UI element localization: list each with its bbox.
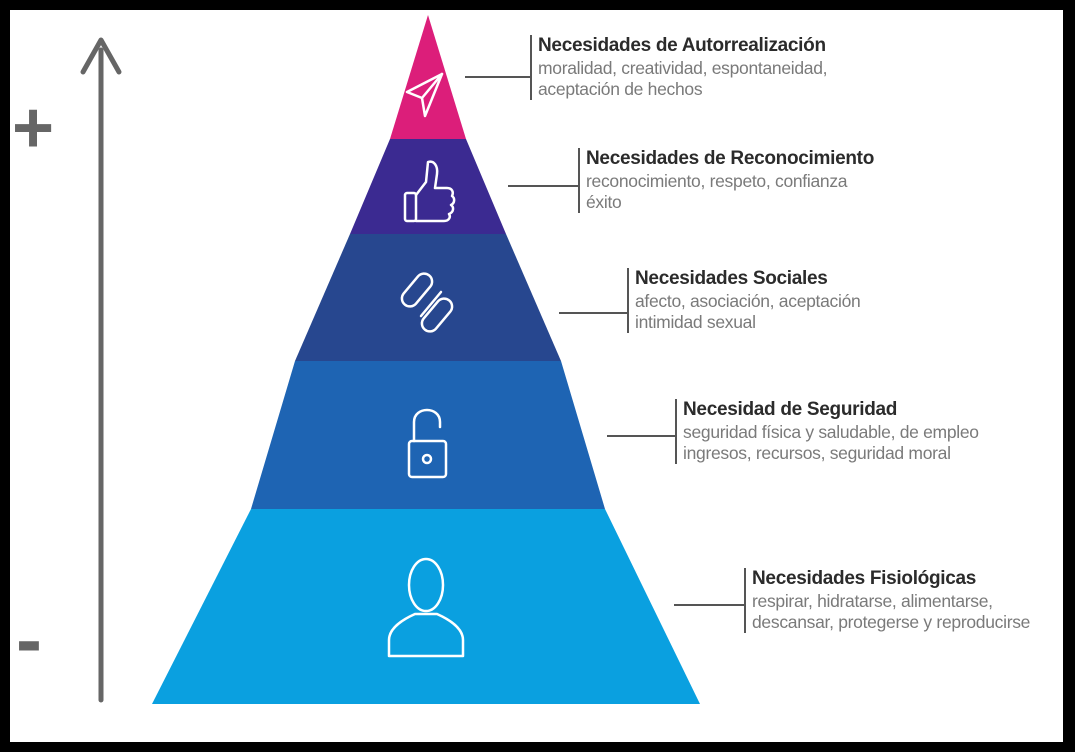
minus-sign: - — [16, 595, 42, 683]
level-description-line: éxito — [586, 191, 622, 212]
level-description-line: descansar, protegerse y reproducirse — [752, 611, 1031, 632]
connector-fisiologicas — [674, 604, 744, 606]
tier-seguridad — [251, 361, 605, 509]
plus-sign: + — [12, 88, 55, 168]
tier-sociales — [295, 234, 561, 361]
level-description-line: respirar, hidratarse, alimentarse, — [752, 590, 993, 611]
level-title: Necesidades de Reconocimiento — [586, 148, 875, 169]
level-description-line: ingresos, recursos, seguridad moral — [683, 442, 951, 463]
link-icon — [400, 272, 454, 333]
thumbs-up-icon — [403, 160, 456, 223]
person-icon — [387, 557, 465, 658]
level-title: Necesidades Fisiológicas — [752, 568, 977, 589]
connector-seguridad — [607, 435, 675, 437]
level-description-line: reconocimiento, respeto, confianza — [586, 170, 848, 191]
level-title: Necesidades Sociales — [635, 268, 828, 289]
level-description-line: moralidad, creatividad, espontaneidad, — [538, 57, 828, 78]
paper-plane-icon — [405, 72, 444, 118]
level-description-line: aceptación de hechos — [538, 78, 703, 99]
level-title: Necesidad de Seguridad — [683, 399, 898, 420]
label-autorrealizacion: Necesidades de Autorrealización moralida… — [530, 35, 828, 100]
tier-autorrealizacion — [390, 15, 466, 139]
connector-sociales — [559, 312, 627, 314]
label-reconocimiento: Necesidades de Reconocimiento reconocimi… — [578, 148, 874, 213]
pyramid-diagram — [80, 15, 700, 704]
level-title: Necesidades de Autorrealización — [538, 35, 826, 56]
tier-reconocimiento — [350, 139, 506, 234]
connector-autorrealizacion — [465, 76, 530, 78]
level-description-line: seguridad física y saludable, de empleo — [683, 421, 979, 442]
label-fisiologicas: Necesidades Fisiológicas respirar, hidra… — [744, 568, 1030, 633]
tier-fisiologicas — [152, 509, 700, 704]
label-sociales: Necesidades Sociales afecto, asociación,… — [627, 268, 861, 333]
label-seguridad: Necesidad de Seguridad seguridad física … — [675, 399, 979, 464]
level-description-line: intimidad sexual — [635, 311, 756, 332]
level-description-line: afecto, asociación, aceptación — [635, 290, 861, 311]
connector-reconocimiento — [508, 185, 578, 187]
scale-arrow-head — [80, 37, 122, 75]
padlock-icon — [407, 408, 448, 479]
